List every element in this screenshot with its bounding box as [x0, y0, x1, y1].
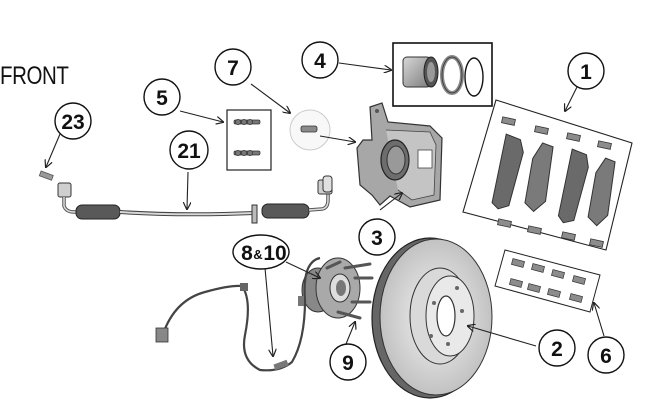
svg-text:7: 7 — [227, 57, 239, 80]
svg-text:4: 4 — [314, 50, 326, 73]
callout-8-10: 8 & 10 — [232, 234, 290, 270]
svg-text:1: 1 — [580, 61, 592, 84]
guide-pin-kit-part[interactable] — [226, 109, 272, 171]
callout-2: 2 — [538, 329, 576, 367]
banjo-bolt-part[interactable] — [38, 170, 54, 181]
callout-4: 4 — [301, 41, 339, 79]
svg-text:8: 8 — [241, 242, 253, 265]
svg-text:5: 5 — [156, 87, 168, 110]
callout-9: 9 — [329, 343, 367, 381]
callout-3: 3 — [358, 218, 396, 256]
svg-text:21: 21 — [177, 140, 201, 163]
svg-text:10: 10 — [263, 242, 286, 265]
svg-text:3: 3 — [371, 227, 383, 250]
callout-1: 1 — [567, 52, 605, 90]
callout-23: 23 — [54, 102, 92, 140]
bleeder-screw-part[interactable] — [289, 109, 331, 151]
svg-text:6: 6 — [600, 345, 612, 368]
abs-sensor-part[interactable] — [155, 256, 321, 372]
hardware-kit-part[interactable] — [494, 249, 601, 313]
callout-21: 21 — [169, 130, 209, 170]
svg-text:2: 2 — [551, 338, 563, 361]
svg-text:&: & — [253, 247, 262, 262]
brake-pad-set-part[interactable] — [462, 99, 633, 251]
callout-6: 6 — [587, 336, 625, 374]
piston-seal-kit-part[interactable] — [392, 42, 493, 107]
wheel-hub-part[interactable] — [301, 257, 374, 320]
leader-lines — [46, 62, 605, 356]
caliper-part[interactable] — [356, 102, 443, 208]
brake-hose-part[interactable] — [57, 175, 333, 224]
front-label: FRONT — [0, 62, 69, 90]
svg-text:9: 9 — [342, 352, 354, 375]
svg-text:23: 23 — [61, 111, 84, 134]
brake-rotor-part[interactable] — [371, 237, 493, 399]
callout-5: 5 — [143, 78, 181, 116]
callout-7: 7 — [214, 48, 252, 86]
